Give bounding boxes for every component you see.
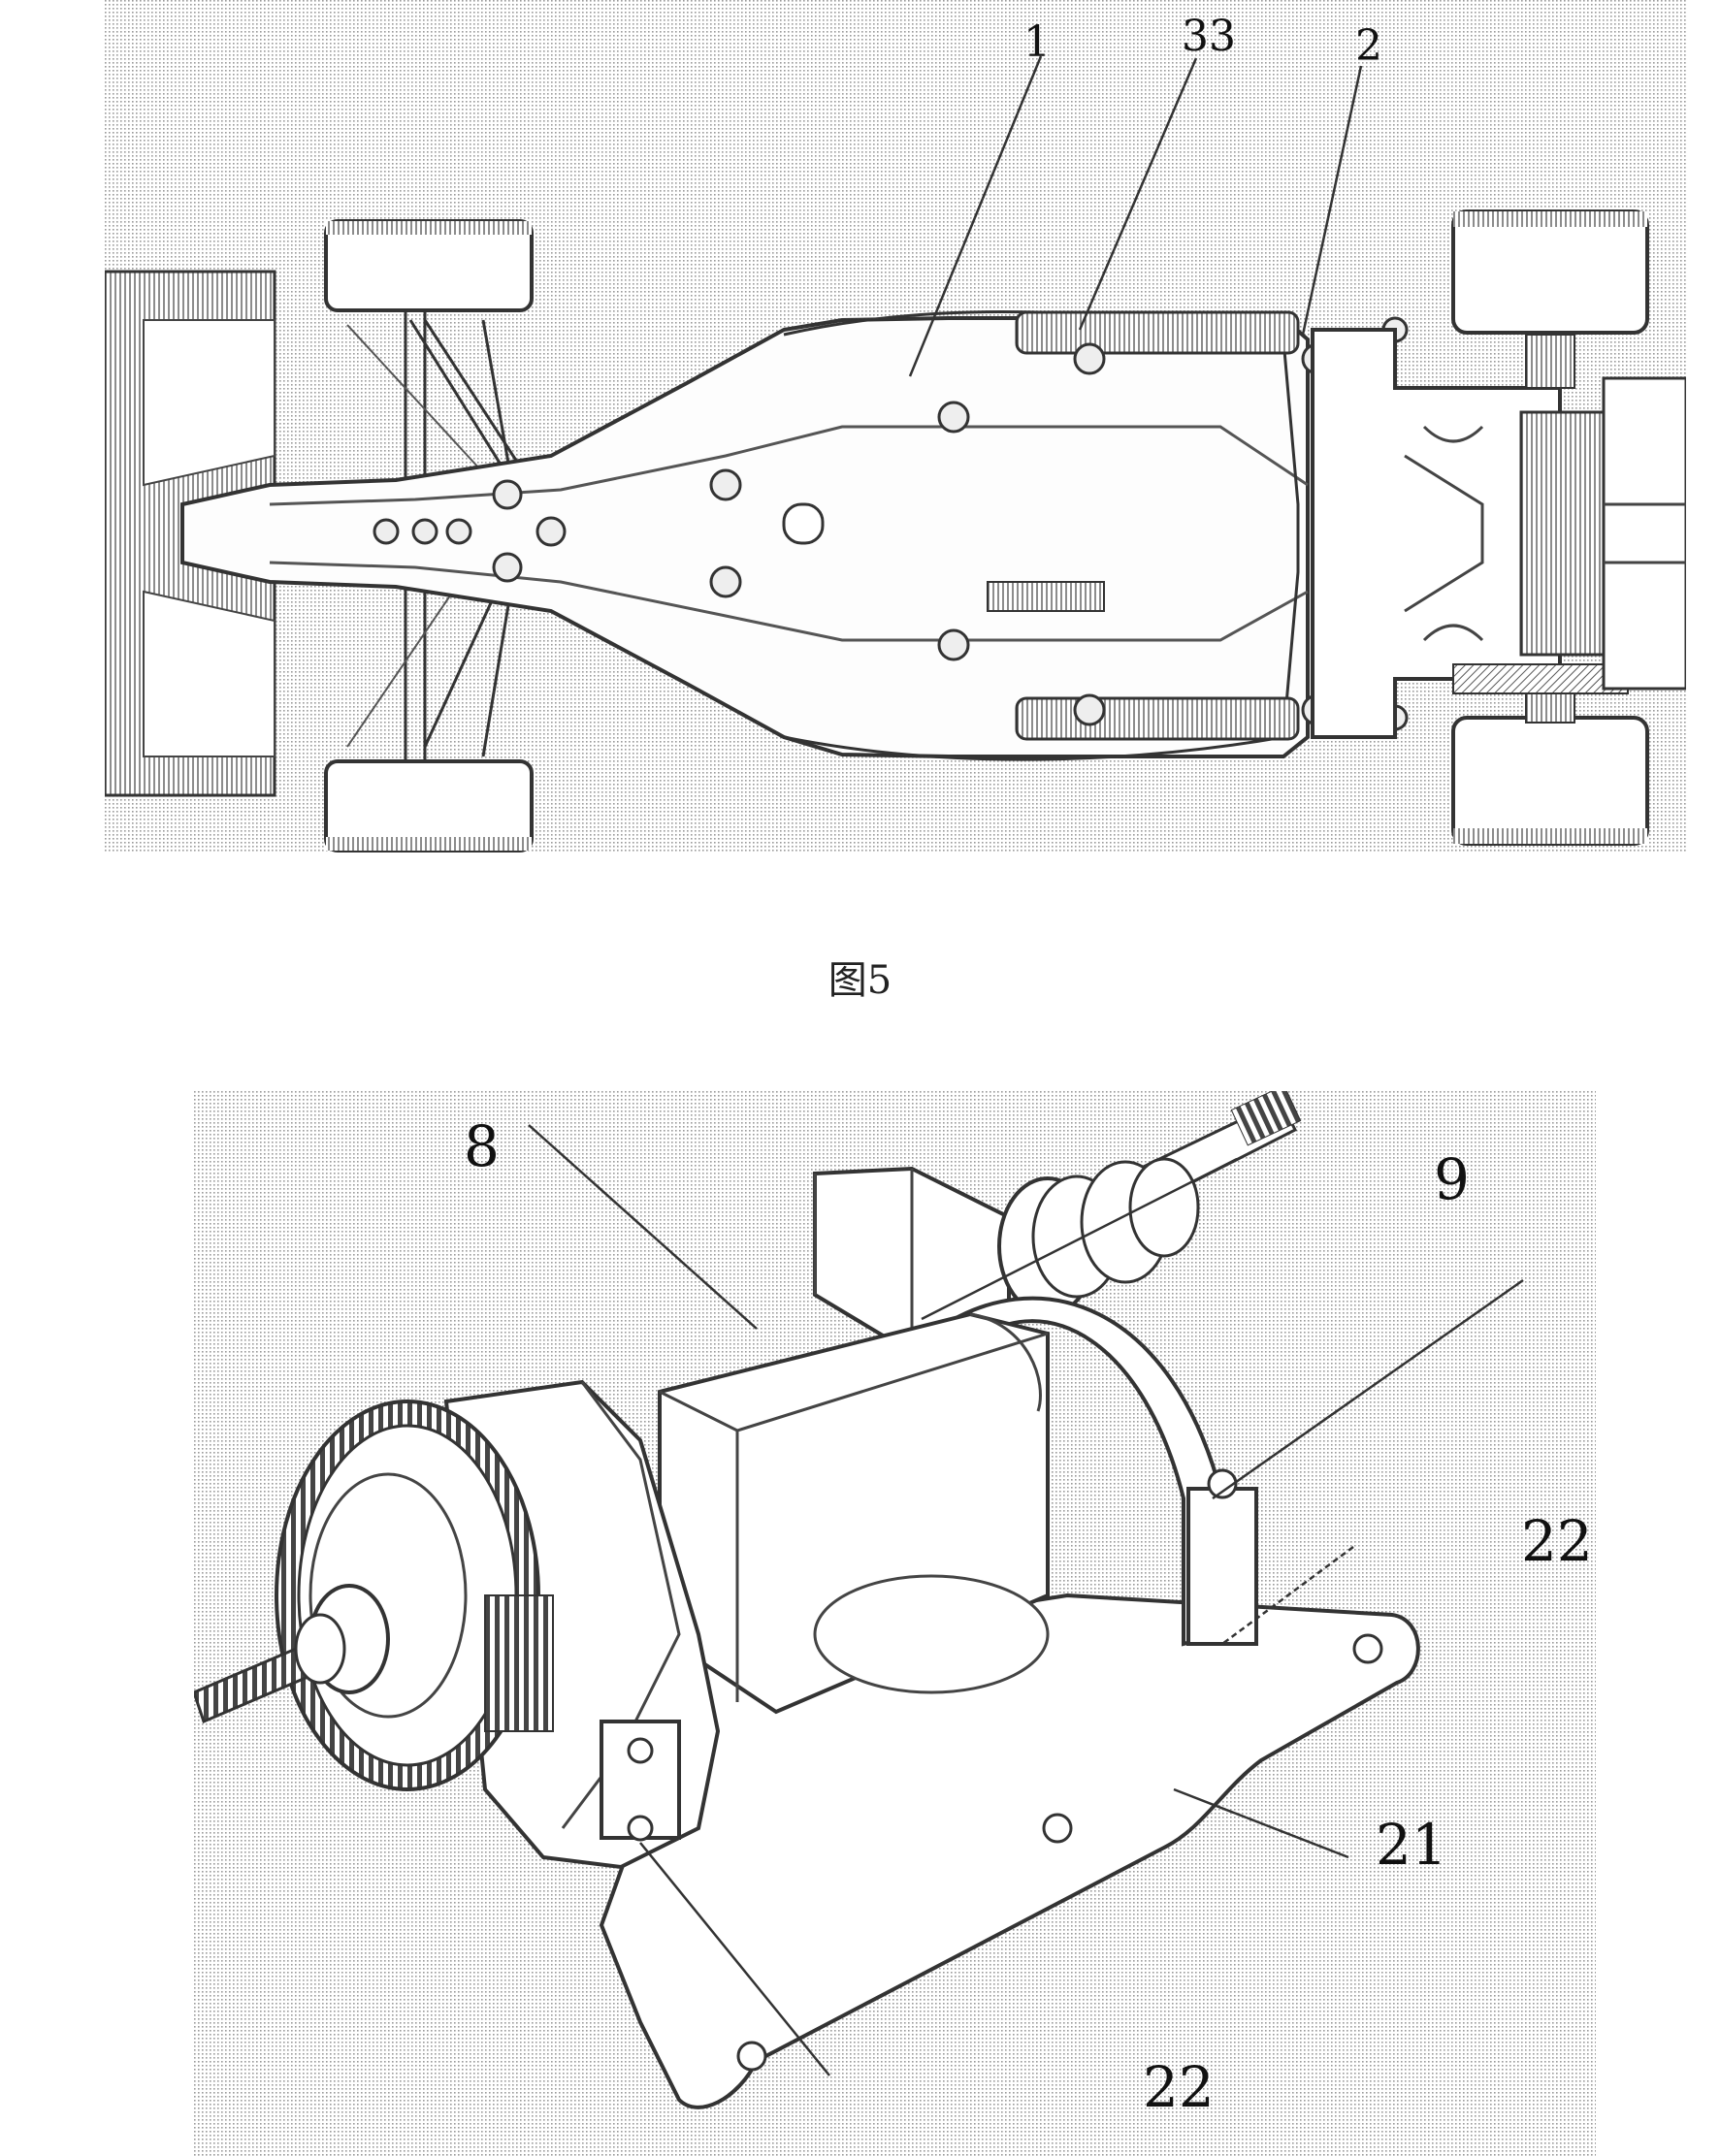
front-right-wheel: [324, 759, 534, 853]
figure-5-leader-lines: [908, 55, 1363, 377]
left-output-shaft: [194, 1584, 390, 1724]
figure-5-panel: [105, 0, 1686, 853]
figure-5-caption: 图5: [828, 958, 892, 1003]
chassis-plate: [180, 310, 1310, 761]
callout-9: 9: [1434, 1146, 1470, 1212]
callout-33: 33: [1182, 12, 1236, 61]
motor-can: [658, 1311, 1050, 1715]
callout-2: 2: [1355, 21, 1382, 71]
arch-bracket: [926, 1296, 1258, 1647]
callout-1: 1: [1023, 17, 1051, 67]
callout-8: 8: [464, 1113, 500, 1179]
base-plate: [599, 1593, 1420, 2109]
front-left-wheel: [324, 219, 534, 312]
figure-6-panel: [194, 1091, 1596, 2156]
callout-22-lower: 22: [1143, 2054, 1215, 2120]
right-output-shaft: [997, 1091, 1302, 1316]
figure-5-drawing: [105, 0, 1686, 853]
rear-bracket: [813, 1166, 1011, 1356]
callout-21: 21: [1376, 1812, 1447, 1878]
figure-6-drawing: [194, 1091, 1596, 2156]
rear-drive-unit: [1311, 328, 1629, 739]
figure-6-leader-lines: [528, 1124, 1524, 2076]
callout-22-upper: 22: [1521, 1508, 1593, 1574]
rear-wing: [1602, 376, 1686, 691]
rear-right-wheel: [1451, 692, 1649, 846]
rear-left-wheel: [1451, 209, 1649, 389]
